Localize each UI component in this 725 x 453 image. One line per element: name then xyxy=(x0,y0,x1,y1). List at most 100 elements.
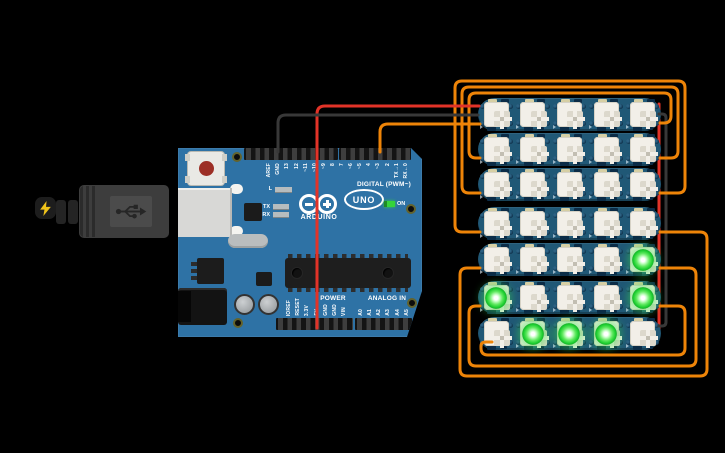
screw-hole xyxy=(232,152,242,162)
resistor-smd xyxy=(646,168,655,173)
neopixel[interactable] xyxy=(515,133,552,166)
wire-data-row1-row2[interactable] xyxy=(467,91,673,160)
led-die xyxy=(492,217,513,238)
lit-green-led xyxy=(521,322,544,345)
resistor-smd xyxy=(500,207,509,212)
neopixel-strip-row5[interactable] xyxy=(478,243,661,276)
solder-pad xyxy=(479,323,485,328)
neopixel[interactable] xyxy=(515,168,552,201)
neopixel[interactable] xyxy=(551,98,588,131)
wire-data-row2-row3[interactable] xyxy=(460,85,680,195)
led-die xyxy=(528,217,549,238)
neopixel[interactable] xyxy=(478,207,515,240)
resistor-smd xyxy=(646,317,655,322)
neopixel[interactable] xyxy=(588,133,625,166)
analog-section-label: ANALOG IN xyxy=(367,295,407,302)
led-package xyxy=(520,137,549,164)
wire-wire-gnd[interactable] xyxy=(276,113,480,154)
neopixel[interactable] xyxy=(478,98,515,131)
din-arrow xyxy=(516,124,520,129)
solder-pad xyxy=(508,230,513,235)
led-package xyxy=(556,285,586,312)
neopixel[interactable] xyxy=(551,207,588,240)
wire-data-row3-row4[interactable] xyxy=(453,79,687,234)
wire-bus-gnd-right[interactable] xyxy=(657,112,668,328)
din-arrow xyxy=(516,159,520,164)
solder-pad xyxy=(552,213,558,218)
neopixel-strip-row1[interactable] xyxy=(478,98,661,131)
neopixel-lit[interactable] xyxy=(515,317,552,350)
neopixel[interactable] xyxy=(551,281,588,314)
neopixel[interactable] xyxy=(588,281,625,314)
neopixel[interactable] xyxy=(478,168,515,201)
led-die xyxy=(601,217,622,238)
digital-header-right[interactable] xyxy=(339,148,411,160)
neopixel[interactable] xyxy=(588,168,625,201)
neopixel[interactable] xyxy=(624,317,661,350)
analog-header[interactable] xyxy=(355,318,412,330)
led-package xyxy=(520,247,549,274)
resistor-smd xyxy=(610,133,619,138)
neopixel[interactable] xyxy=(551,243,588,276)
neopixel[interactable] xyxy=(624,133,661,166)
power-header[interactable] xyxy=(276,318,353,330)
solder-pad xyxy=(508,323,513,328)
neopixel[interactable] xyxy=(588,207,625,240)
neopixel-strip-row3[interactable] xyxy=(478,168,661,201)
resistor-smd xyxy=(633,161,643,166)
neopixel[interactable] xyxy=(624,168,661,201)
wire-data-row6-row7[interactable] xyxy=(479,304,687,357)
neopixel[interactable] xyxy=(624,207,661,240)
wire-data-row5-row6[interactable] xyxy=(467,266,698,368)
din-arrow xyxy=(516,307,520,312)
neopixel[interactable] xyxy=(478,243,515,276)
lit-green-led xyxy=(631,286,654,309)
neopixel-lit[interactable] xyxy=(624,281,661,314)
solder-pad xyxy=(508,104,513,109)
neopixel[interactable] xyxy=(624,98,661,131)
neopixel[interactable] xyxy=(515,98,552,131)
neopixel-lit[interactable] xyxy=(624,243,661,276)
led-package xyxy=(556,247,586,274)
reset-button-cap[interactable] xyxy=(199,161,214,176)
neopixel-lit[interactable] xyxy=(478,281,515,314)
neopixel-strip-row4[interactable] xyxy=(478,207,661,240)
neopixel[interactable] xyxy=(588,243,625,276)
led-package xyxy=(483,137,513,164)
neopixel-strip-row2[interactable] xyxy=(478,133,661,166)
wire-wire-data-pin3[interactable] xyxy=(378,122,482,154)
din-arrow xyxy=(589,307,593,312)
digital-header-left[interactable] xyxy=(244,148,338,160)
wire-data-row4-row5[interactable] xyxy=(458,230,709,378)
led-die xyxy=(492,108,513,129)
neopixel[interactable] xyxy=(551,168,588,201)
reset-button[interactable] xyxy=(185,152,227,185)
led-die xyxy=(565,143,586,164)
neopixel[interactable] xyxy=(478,133,515,166)
capacitor-smd xyxy=(597,133,607,138)
neopixel-strip-row6[interactable] xyxy=(478,281,661,314)
neopixel[interactable] xyxy=(515,243,552,276)
solder-pad xyxy=(589,156,595,161)
neopixel-lit[interactable] xyxy=(588,317,625,350)
resistor-smd xyxy=(537,281,546,286)
solder-pad xyxy=(625,156,631,161)
neopixel-lit[interactable] xyxy=(551,317,588,350)
capacitor-smd xyxy=(634,168,644,173)
on-label: ON xyxy=(397,201,406,207)
neopixel[interactable] xyxy=(515,207,552,240)
capacitor-smd xyxy=(488,133,497,138)
resistor-smd xyxy=(523,271,533,276)
capacitor-smd xyxy=(488,168,497,173)
solder-pad xyxy=(516,340,522,345)
din-arrow xyxy=(552,343,556,348)
led-package xyxy=(483,247,513,274)
solder-pad xyxy=(552,266,558,271)
din-arrow xyxy=(479,159,483,164)
neopixel-strip-row7[interactable] xyxy=(478,317,661,350)
neopixel[interactable] xyxy=(551,133,588,166)
neopixel[interactable] xyxy=(515,281,552,314)
din-arrow xyxy=(589,159,593,164)
neopixel[interactable] xyxy=(588,98,625,131)
